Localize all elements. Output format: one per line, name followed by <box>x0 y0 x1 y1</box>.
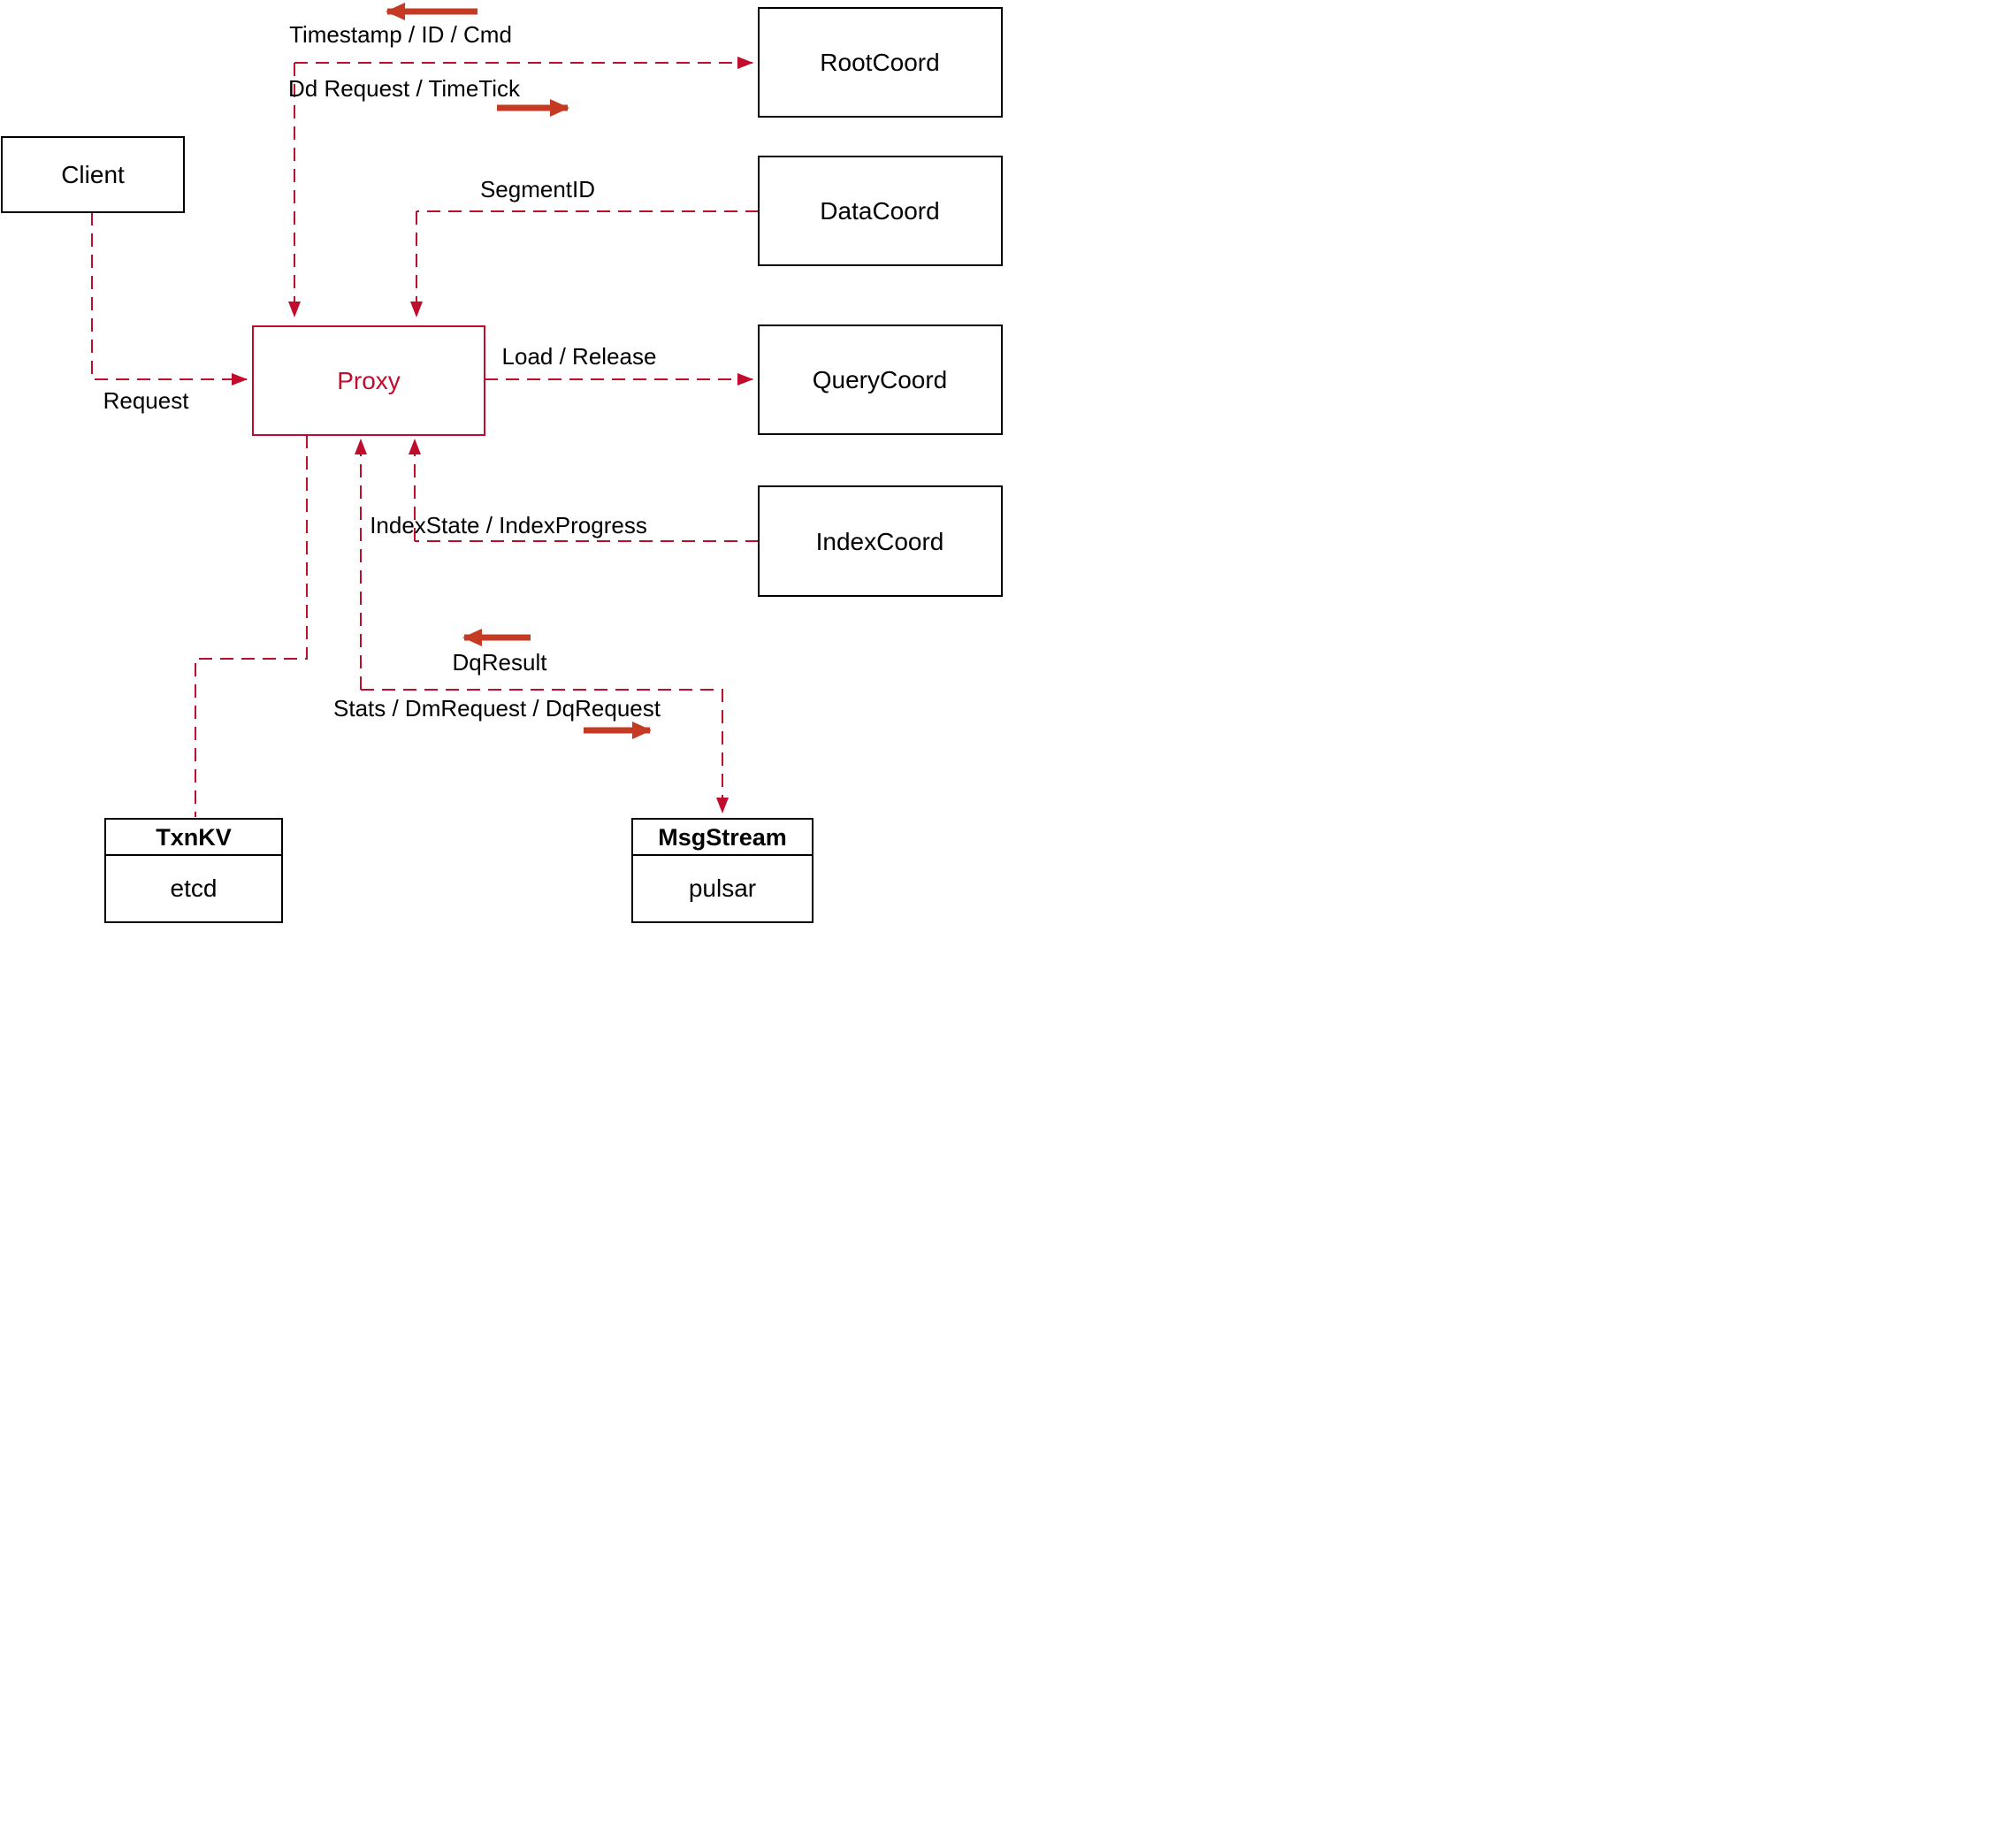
msgstream-box <box>631 818 814 923</box>
txnkv-box <box>104 818 283 923</box>
edge-label-dq-result: DqResult <box>453 649 548 676</box>
edge-label-load-release: Load / Release <box>502 343 657 370</box>
datacoord-label: DataCoord <box>820 197 939 225</box>
datacoord-node: DataCoord <box>758 156 1003 266</box>
architecture-diagram: Client Proxy RootCoord DataCoord QueryCo… <box>0 0 1004 924</box>
client-box <box>1 136 185 213</box>
msgstream-sublabel: pulsar <box>689 874 756 902</box>
indexcoord-label: IndexCoord <box>816 528 944 555</box>
proxy-node: Proxy <box>252 325 485 436</box>
diagram-canvas: Client Proxy RootCoord DataCoord QueryCo… <box>1 3 1003 923</box>
txnkv-node: TxnKV etcd <box>104 818 283 923</box>
edge-label-dd-request: Dd Request / TimeTick <box>288 75 521 102</box>
querycoord-label: QueryCoord <box>813 366 948 393</box>
txnkv-sublabel: etcd <box>171 874 218 902</box>
client-label: Client <box>61 161 125 188</box>
rootcoord-label: RootCoord <box>820 49 939 76</box>
edge-proxy-to-txnkv <box>195 435 308 817</box>
edge-client-to-proxy <box>91 212 248 386</box>
msgstream-node: MsgStream pulsar <box>631 818 814 923</box>
rootcoord-box <box>758 7 1003 118</box>
msgstream-title: MsgStream <box>658 824 787 851</box>
proxy-box <box>252 325 485 436</box>
indexcoord-box <box>758 485 1003 597</box>
proxy-label: Proxy <box>337 367 401 394</box>
rootcoord-node: RootCoord <box>758 7 1003 118</box>
edge-label-request: Request <box>103 387 190 414</box>
edge-label-index-state: IndexState / IndexProgress <box>370 512 647 538</box>
querycoord-node: QueryCoord <box>758 325 1003 435</box>
client-node: Client <box>1 136 185 213</box>
querycoord-box <box>758 325 1003 435</box>
edge-label-segment-id: SegmentID <box>480 176 595 202</box>
datacoord-box <box>758 156 1003 266</box>
indexcoord-node: IndexCoord <box>758 485 1003 597</box>
edge-label-timestamp: Timestamp / ID / Cmd <box>289 21 512 48</box>
edge-label-stats: Stats / DmRequest / DqRequest <box>333 695 661 722</box>
txnkv-title: TxnKV <box>156 824 232 851</box>
edge-proxy-to-msgstream <box>361 689 729 813</box>
